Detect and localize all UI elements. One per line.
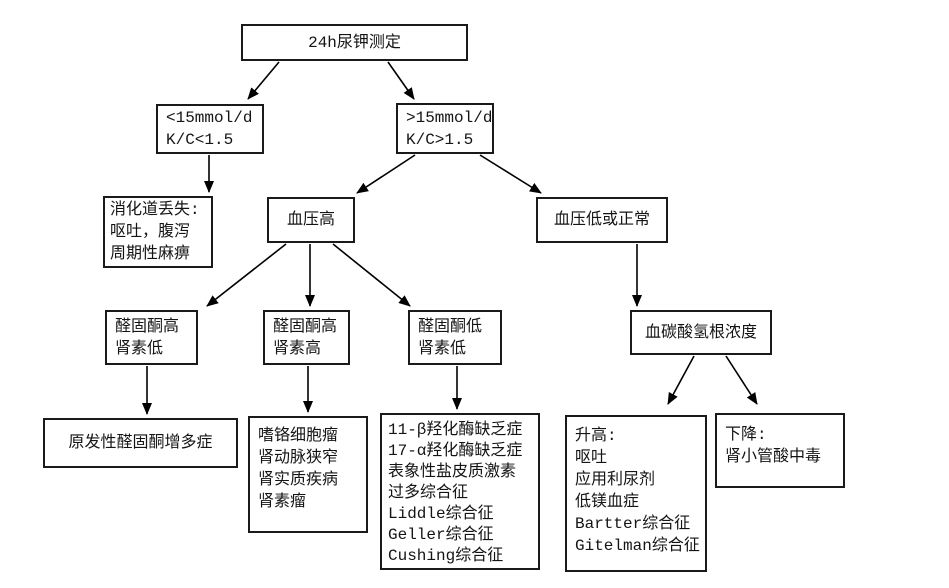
- node-label: >15mmol/d: [406, 108, 493, 127]
- arrow-root-to-high-k: [387, 61, 415, 100]
- node-label: 表象性盐皮质激素: [388, 463, 517, 481]
- node-label: 肾素高: [273, 339, 322, 358]
- node-label: 嗜铬细胞瘤: [258, 427, 339, 445]
- node-label: 血碳酸氢根浓度: [644, 323, 757, 342]
- node-enzyme-deficiency-syndromes: 11-β羟化酶缺乏症 17-α羟化酶缺乏症 表象性盐皮质激素 过多综合征 Lid…: [380, 413, 540, 570]
- node-label: K/C<1.5: [166, 131, 234, 149]
- node-label: 24h尿钾测定: [308, 33, 401, 52]
- node-label: Liddle综合征: [388, 505, 494, 523]
- node-label: 血压低或正常: [553, 211, 650, 229]
- node-blood-bicarbonate-concentration: 血碳酸氢根浓度: [630, 310, 772, 355]
- node-label: 低镁血症: [575, 493, 640, 511]
- node-label: Bartter综合征: [575, 515, 691, 533]
- arrow-bicarbonate-to-elevated: [667, 355, 695, 405]
- node-aldosterone-high-renin-high: 醛固酮高 肾素高: [263, 310, 350, 365]
- node-label: 过多综合征: [388, 484, 469, 502]
- node-label: 应用利尿剂: [575, 471, 656, 489]
- node-high-potassium-criteria: >15mmol/d K/C>1.5: [396, 103, 494, 154]
- node-label: 周期性麻痹: [110, 245, 191, 263]
- node-label: 血压高: [286, 211, 335, 229]
- node-label: Cushing综合征: [388, 547, 504, 565]
- arrow-bp-high-to-aldo-high-renin-low: [206, 243, 287, 307]
- node-low-potassium-criteria: <15mmol/d K/C<1.5: [156, 104, 264, 154]
- node-label: 消化道丢失:: [110, 201, 200, 219]
- node-bicarbonate-decreased-causes: 下降: 肾小管酸中毒: [715, 413, 845, 488]
- node-label: 醛固酮高: [273, 317, 338, 336]
- node-bicarbonate-elevated-causes: 升高: 呕吐 应用利尿剂 低镁血症 Bartter综合征 Gitelman综合征: [565, 415, 707, 572]
- node-label: 11-β羟化酶缺乏症: [388, 421, 523, 439]
- node-label: 呕吐，腹泻: [110, 223, 191, 241]
- node-label: 肾小管酸中毒: [725, 448, 822, 466]
- node-label: 肾素低: [115, 339, 164, 358]
- node-label: K/C>1.5: [406, 130, 474, 149]
- arrow-bp-high-to-aldo-low-renin-low: [332, 243, 411, 307]
- arrow-root-to-low-k: [247, 61, 280, 100]
- node-pheochromocytoma-group: 嗜铬细胞瘤 肾动脉狭窄 肾实质疾病 肾素瘤: [248, 416, 368, 533]
- node-aldosterone-high-renin-low: 醛固酮高 肾素低: [105, 310, 198, 365]
- node-label: <15mmol/d: [166, 109, 253, 127]
- node-label: 肾素低: [418, 339, 467, 358]
- arrow-high-k-to-bp-low-normal: [479, 154, 542, 194]
- arrow-bicarbonate-to-decreased: [725, 355, 758, 405]
- node-blood-pressure-low-or-normal: 血压低或正常: [536, 197, 668, 243]
- node-urine-potassium-test: 24h尿钾测定: [241, 24, 468, 61]
- node-label: 呕吐: [575, 449, 608, 467]
- node-label: 肾素瘤: [258, 493, 307, 511]
- node-label: 肾动脉狭窄: [258, 449, 339, 467]
- node-primary-hyperaldosteronism: 原发性醛固酮增多症: [43, 418, 238, 468]
- node-label: 下降:: [725, 426, 767, 444]
- node-aldosterone-low-renin-low: 醛固酮低 肾素低: [408, 310, 502, 365]
- node-label: 升高:: [575, 427, 617, 445]
- node-label: 原发性醛固酮增多症: [68, 434, 213, 452]
- node-label: Geller综合征: [388, 526, 494, 544]
- node-blood-pressure-high: 血压高: [267, 197, 355, 243]
- node-gi-loss: 消化道丢失: 呕吐，腹泻 周期性麻痹: [103, 196, 213, 268]
- node-label: 17-α羟化酶缺乏症: [388, 442, 523, 460]
- node-label: 醛固酮低: [418, 317, 483, 336]
- node-label: 醛固酮高: [115, 317, 180, 336]
- arrow-high-k-to-bp-high: [356, 154, 416, 194]
- node-label: 肾实质疾病: [258, 471, 339, 489]
- node-label: Gitelman综合征: [575, 537, 700, 555]
